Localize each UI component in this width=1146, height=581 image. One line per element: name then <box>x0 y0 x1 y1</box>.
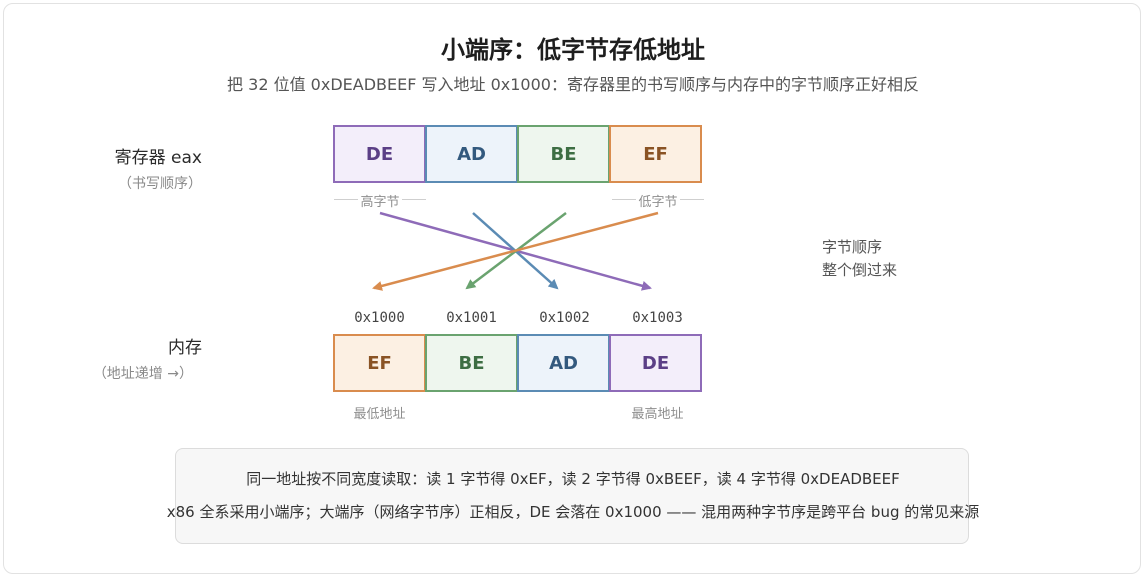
memory-sublabel: （地址递增 →） <box>92 366 193 382</box>
reversal-note: 字节顺序 整个倒过来 <box>822 236 897 282</box>
register-byte-3: BE <box>517 125 610 183</box>
register-cells: DE AD BE EF <box>333 125 702 183</box>
high-byte-label: 高字节 <box>358 195 402 210</box>
memory-label: 内存 <box>168 338 202 358</box>
highest-address-label: 最高地址 <box>631 407 684 422</box>
low-byte-label: 低字节 <box>636 195 680 210</box>
memory-byte-2: BE <box>425 334 518 392</box>
explanation-line-1: 同一地址按不同宽度读取：读 1 字节得 0xEF，读 2 字节得 0xBEEF，… <box>246 470 900 488</box>
reversal-note-line-1: 字节顺序 <box>822 238 883 256</box>
address-1: 0x1000 <box>354 310 405 326</box>
memory-byte-4: DE <box>609 334 702 392</box>
address-3: 0x1002 <box>539 310 590 326</box>
address-4: 0x1003 <box>632 310 683 326</box>
register-label: 寄存器 eax <box>114 148 202 168</box>
address-2: 0x1001 <box>446 310 497 326</box>
memory-byte-1: EF <box>333 334 426 392</box>
register-sublabel: （书写顺序） <box>118 176 202 192</box>
memory-cells: EF BE AD DE <box>333 334 702 392</box>
reversal-note-line-2: 整个倒过来 <box>822 261 898 279</box>
memory-byte-3: AD <box>517 334 610 392</box>
diagram-subtitle: 把 32 位值 0xDEADBEEF 写入地址 0x1000：寄存器里的书写顺序… <box>227 75 919 94</box>
register-byte-4: EF <box>609 125 702 183</box>
explanation-line-2: x86 全系采用小端序；大端序（网络字节序）正相反，DE 会落在 0x1000 … <box>166 503 980 521</box>
diagram-title: 小端序：低字节存低地址 <box>441 36 705 64</box>
explanation-box <box>175 448 969 544</box>
register-byte-1: DE <box>333 125 426 183</box>
lowest-address-label: 最低地址 <box>353 407 406 422</box>
arrow-ef <box>372 211 659 291</box>
